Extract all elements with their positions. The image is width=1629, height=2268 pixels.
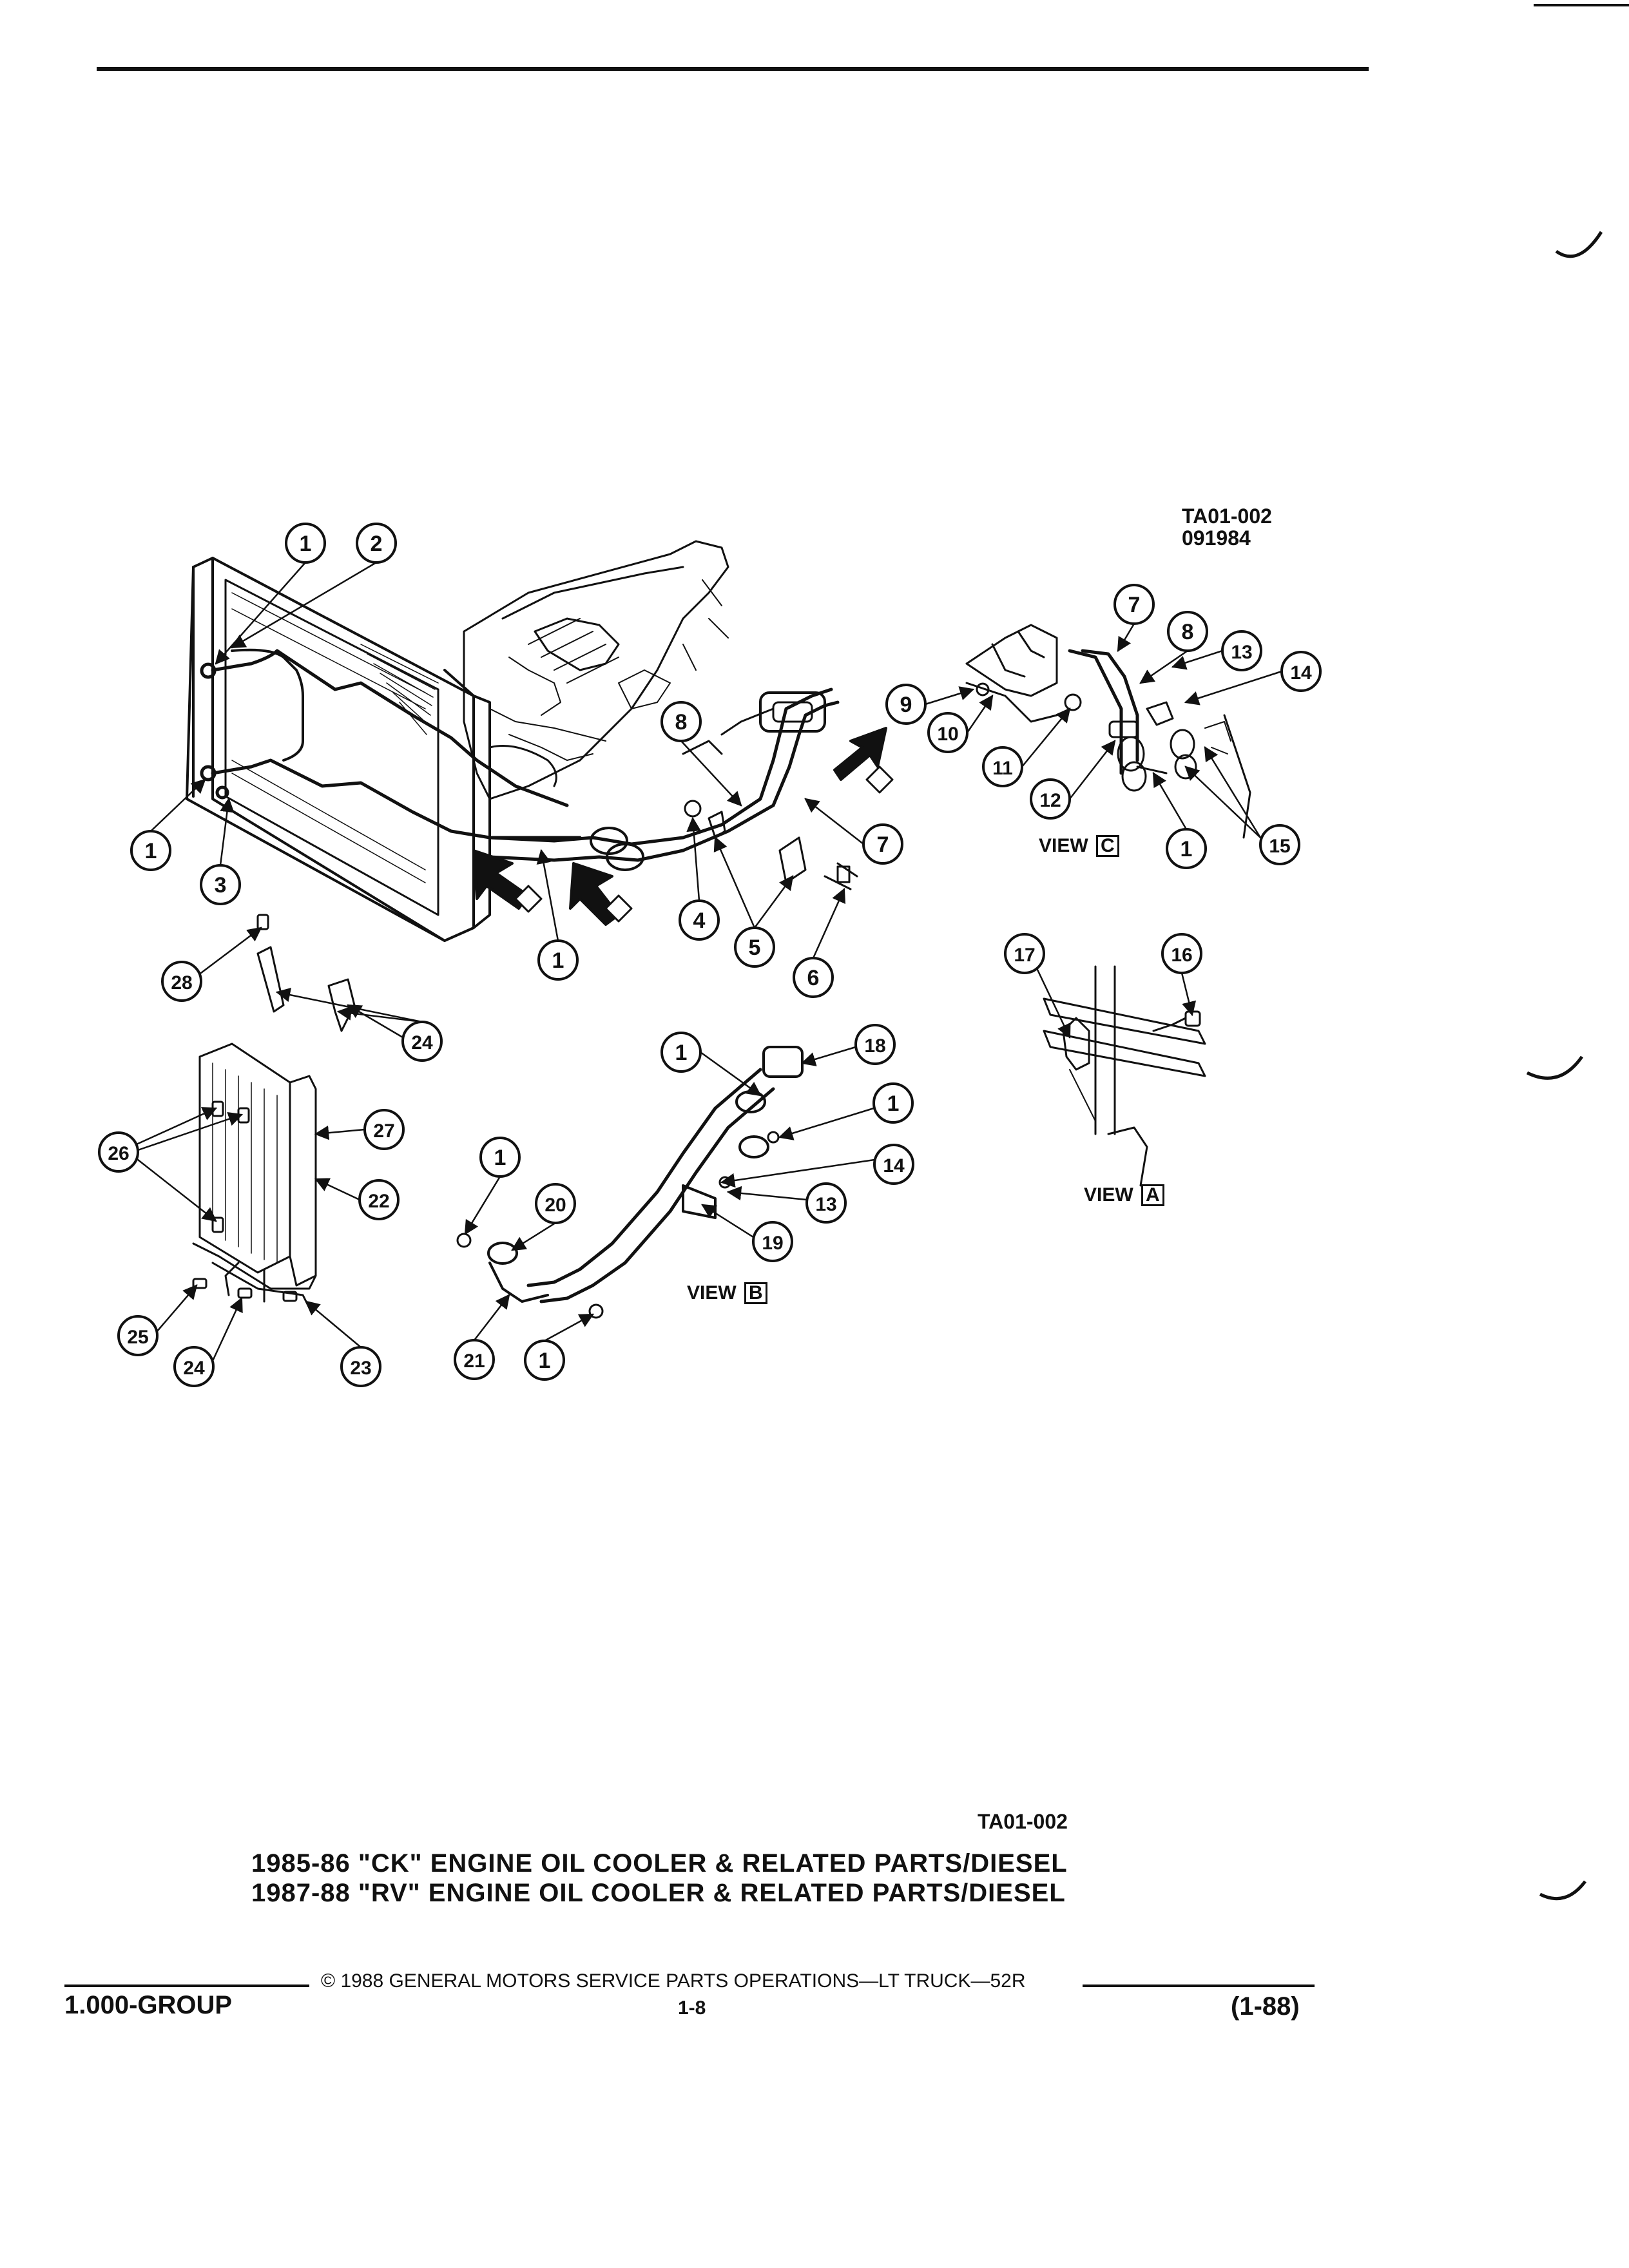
svg-text:1: 1 <box>494 1146 506 1170</box>
svg-text:23: 23 <box>350 1358 371 1379</box>
svg-text:25: 25 <box>127 1327 148 1348</box>
view-c-label: VIEW C <box>1039 835 1119 857</box>
svg-text:7: 7 <box>1128 593 1141 617</box>
radiator <box>186 557 491 942</box>
caption-line-2: 1987-88 "RV" ENGINE OIL COOLER & RELATED… <box>251 1879 1066 1907</box>
svg-text:1: 1 <box>145 839 157 863</box>
margin-marks <box>1526 4 1629 1901</box>
figure-date-code: 091984 <box>1182 526 1251 550</box>
svg-text:28: 28 <box>171 972 192 994</box>
svg-text:3: 3 <box>215 873 227 898</box>
view-a-letter: A <box>1141 1184 1164 1206</box>
svg-text:1: 1 <box>539 1349 551 1373</box>
view-b-detail <box>456 1046 804 1319</box>
view-a-detail <box>1043 965 1206 1187</box>
svg-text:1: 1 <box>887 1091 900 1116</box>
svg-text:16: 16 <box>1171 945 1192 966</box>
radiator-cooler-lines <box>200 648 582 840</box>
auxiliary-oil-cooler <box>192 914 356 1309</box>
svg-text:1: 1 <box>552 948 564 973</box>
footer-rule-right <box>1083 1984 1315 1987</box>
svg-text:4: 4 <box>693 908 706 933</box>
callout-circles <box>98 523 1322 1387</box>
leader-lines <box>137 561 1283 1361</box>
figure-ref-code: TA01-002 <box>1182 505 1272 528</box>
svg-text:18: 18 <box>864 1035 885 1057</box>
footer-copyright: © 1988 GENERAL MOTORS SERVICE PARTS OPER… <box>321 1970 1026 1992</box>
svg-text:12: 12 <box>1039 790 1061 811</box>
svg-text:6: 6 <box>807 966 820 990</box>
svg-text:19: 19 <box>762 1233 783 1254</box>
callout-numbers: 1 2 1 3 8 7 4 5 1 6 7 8 13 14 9 10 11 12… <box>108 532 1312 1379</box>
figure-ref-code-bottom: TA01-002 <box>978 1810 1068 1833</box>
svg-text:17: 17 <box>1014 945 1035 966</box>
svg-text:24: 24 <box>411 1032 433 1053</box>
svg-text:22: 22 <box>368 1191 389 1212</box>
svg-text:11: 11 <box>992 758 1013 779</box>
view-a-word: VIEW <box>1084 1184 1133 1206</box>
view-a-label: VIEW A <box>1084 1184 1164 1206</box>
footer-page-number: 1-8 <box>678 1997 706 2019</box>
svg-text:10: 10 <box>937 724 958 745</box>
view-b-word: VIEW <box>687 1282 737 1303</box>
view-b-label: VIEW B <box>687 1282 767 1304</box>
header-rule <box>97 67 1369 71</box>
svg-text:5: 5 <box>749 936 761 960</box>
svg-text:9: 9 <box>900 693 912 717</box>
svg-text:7: 7 <box>877 832 889 857</box>
engine-block <box>463 540 729 800</box>
svg-text:1: 1 <box>675 1041 688 1065</box>
svg-text:1: 1 <box>1181 837 1193 861</box>
svg-text:20: 20 <box>545 1195 566 1216</box>
svg-text:15: 15 <box>1269 836 1290 857</box>
svg-text:13: 13 <box>1231 642 1252 663</box>
svg-text:24: 24 <box>183 1358 205 1379</box>
footer-rule-left <box>64 1984 309 1987</box>
caption-line-1: 1985-86 "CK" ENGINE OIL COOLER & RELATED… <box>251 1849 1068 1878</box>
footer-revision: (1-88) <box>1231 1992 1300 2021</box>
svg-text:21: 21 <box>463 1350 485 1372</box>
svg-text:14: 14 <box>1290 662 1312 684</box>
view-b-letter: B <box>744 1282 767 1304</box>
svg-text:8: 8 <box>1182 620 1194 644</box>
svg-text:13: 13 <box>815 1194 836 1215</box>
svg-text:8: 8 <box>675 710 688 735</box>
svg-text:27: 27 <box>373 1120 394 1142</box>
svg-text:26: 26 <box>108 1143 129 1164</box>
svg-text:14: 14 <box>883 1155 905 1177</box>
svg-text:1: 1 <box>300 532 312 556</box>
view-c-detail <box>965 624 1251 839</box>
bracket-bolt-6 <box>778 836 858 890</box>
footer-group: 1.000-GROUP <box>64 1991 233 2019</box>
view-c-word: VIEW <box>1039 835 1088 856</box>
engine-oil-lines <box>488 687 840 871</box>
view-c-letter: C <box>1096 835 1119 857</box>
svg-text:2: 2 <box>371 532 383 556</box>
